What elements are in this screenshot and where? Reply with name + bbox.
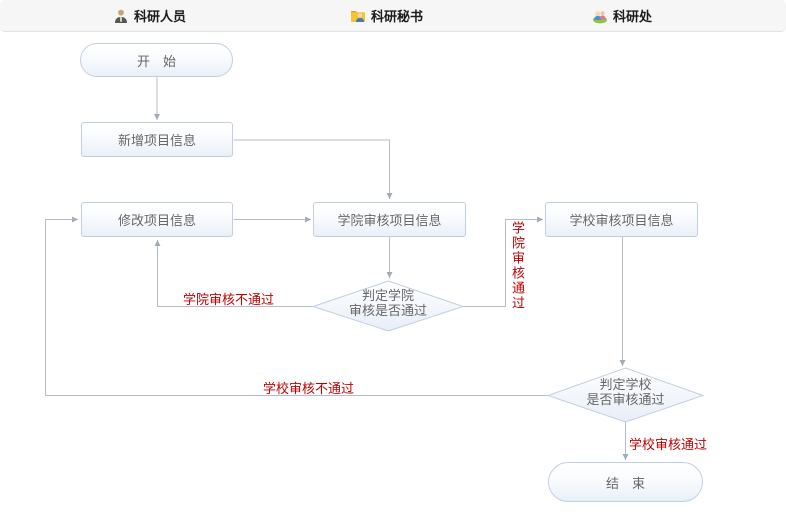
flow-node-add-project: 新增项目信息 — [81, 122, 233, 157]
office-icon — [593, 10, 607, 23]
swimlane-header: 科研人员 科研秘书 科研处 — [0, 0, 786, 32]
flow-node-modify-project: 修改项目信息 — [81, 202, 233, 237]
edge-label-college-fail: 学院审核不通过 — [183, 293, 275, 308]
edge-label-college-pass: 学院审核通过 — [509, 221, 524, 311]
edge-college-pass-to-school-review — [463, 216, 543, 307]
edge-label-school-fail: 学校审核不通过 — [263, 382, 355, 397]
decision-college-line1: 判定学院 — [361, 289, 414, 304]
decision-school-label: 判定学校 是否审核通过 — [548, 378, 703, 408]
edge-label-school-pass: 学校审核通过 — [629, 438, 708, 453]
lane-header-researcher: 科研人员 — [113, 0, 186, 31]
flow-node-end: 结 束 — [548, 462, 703, 502]
flow-node-school-review: 学校审核项目信息 — [545, 202, 698, 237]
lane-label: 科研秘书 — [371, 10, 424, 25]
edge-school-fail-to-modify — [45, 216, 548, 396]
decision-college-label: 判定学院 审核是否通过 — [313, 289, 463, 319]
researcher-icon — [115, 9, 127, 23]
flow-node-start: 开 始 — [80, 43, 233, 77]
edge-add-to-college-review — [233, 139, 393, 199]
decision-school-line1: 判定学校 — [599, 378, 652, 393]
lane-label: 科研处 — [613, 10, 653, 25]
lane-header-secretary: 科研秘书 — [350, 0, 423, 31]
decision-college-line2: 审核是否通过 — [348, 304, 427, 319]
flow-node-college-review: 学院审核项目信息 — [313, 202, 466, 237]
lane-label: 科研人员 — [134, 10, 187, 25]
lane-header-office: 科研处 — [592, 0, 652, 31]
decision-school-line2: 是否审核通过 — [586, 393, 665, 408]
secretary-icon — [351, 10, 365, 22]
